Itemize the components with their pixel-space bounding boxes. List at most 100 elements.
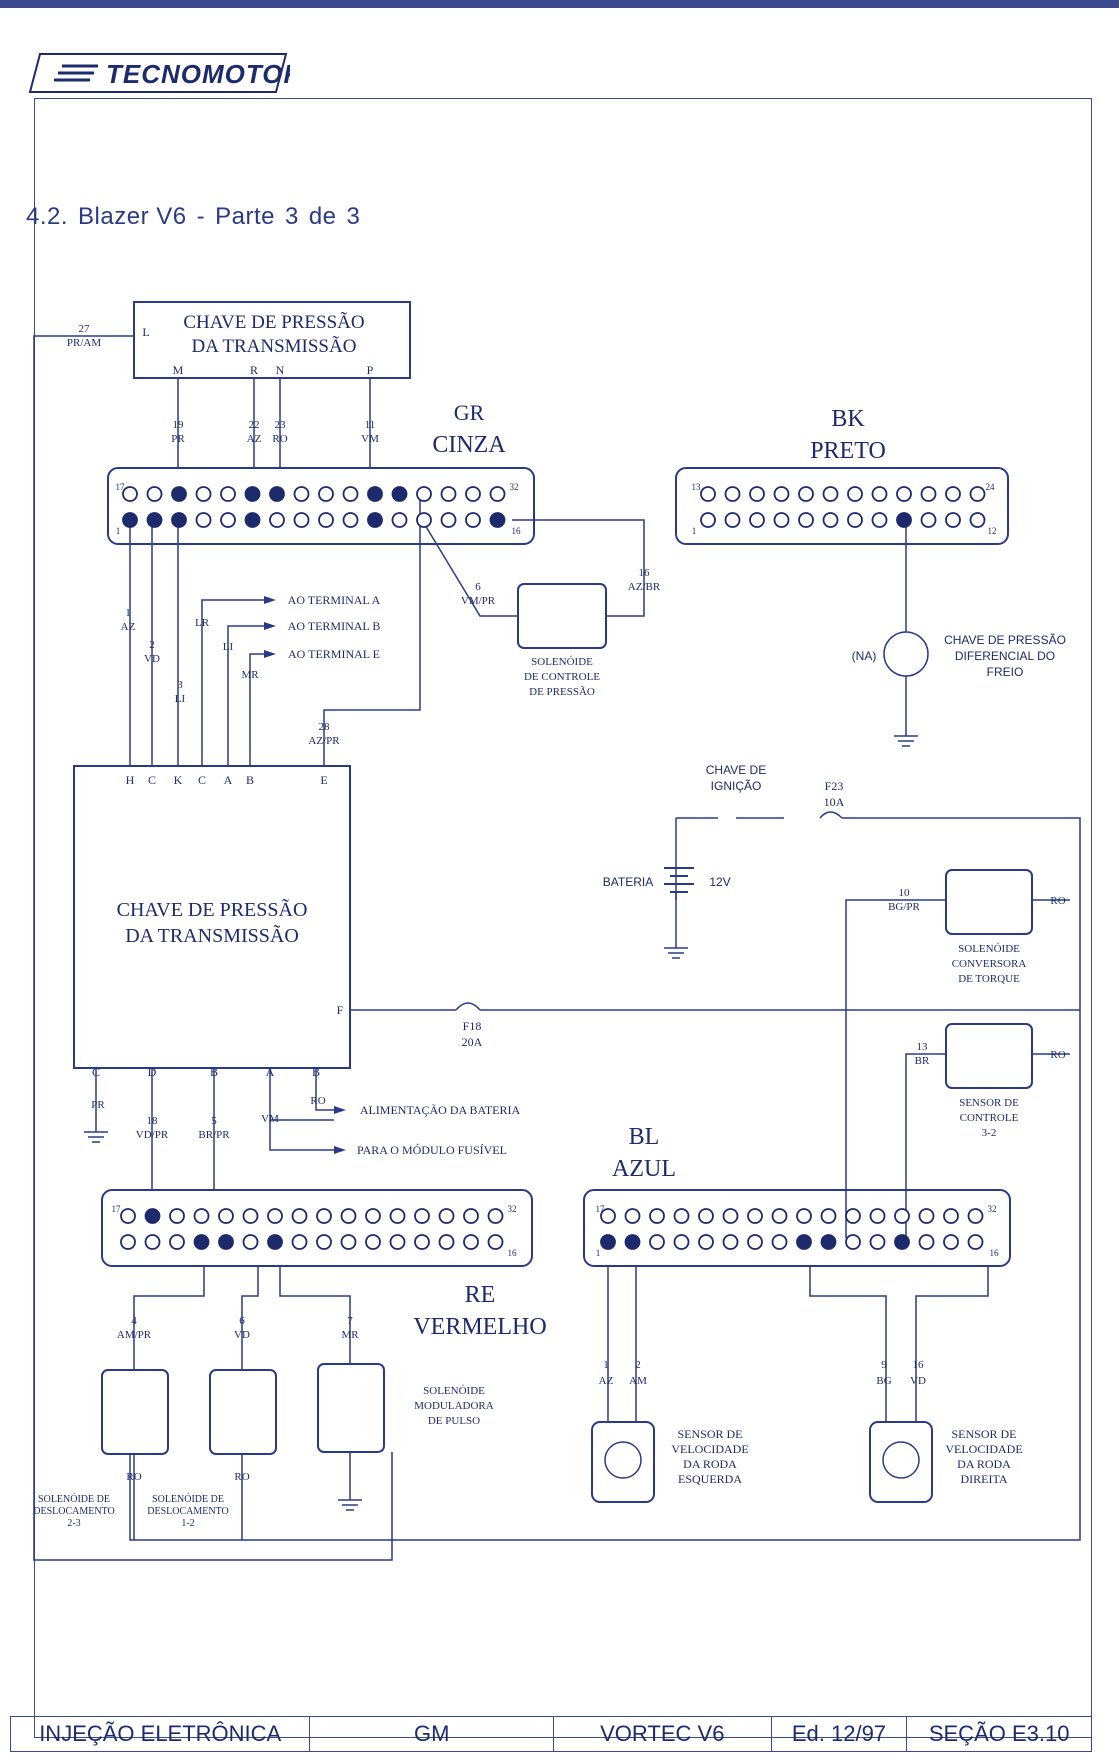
brand-logo-text: TECNOMOTOR: [106, 59, 290, 89]
w19-num: 19: [173, 419, 185, 431]
connector-pin: [673, 1234, 690, 1250]
bl-pin-32: 32: [988, 1204, 997, 1214]
vm-label: VM: [261, 1113, 279, 1125]
connector-pin: [747, 1234, 763, 1250]
ro-torque: RO: [1050, 895, 1065, 907]
connector-pin: [218, 1208, 234, 1224]
mr-label: MR: [241, 669, 259, 681]
torque-line1: SOLENÓIDE: [958, 943, 1020, 955]
connector-pin: [438, 1208, 455, 1224]
sol-press-line1: SOLENÓIDE: [531, 656, 593, 668]
lr-label: LR: [195, 617, 210, 629]
connector-pin: [414, 1208, 430, 1224]
section-part-n: 3: [284, 203, 299, 230]
ctrl-sensor-line1: SENSOR DE: [959, 1097, 1019, 1109]
w3-color: LI: [175, 693, 186, 705]
terminal-e: AO TERMINAL E: [288, 647, 380, 661]
w28-num: 28: [319, 721, 331, 733]
ignition-line1: CHAVE DE: [706, 763, 766, 777]
footer-system: INJEÇÃO ELETRÔNICA: [11, 1717, 311, 1751]
section-part-total: 3: [346, 203, 361, 230]
brake-line3: FREIO: [987, 665, 1024, 679]
connector-pin: [242, 1234, 259, 1250]
section-part: Parte: [215, 203, 275, 230]
arrow-fuse-module: PARA O MÓDULO FUSÍVEL: [357, 1143, 507, 1157]
connector-pin: [269, 512, 285, 528]
section-number: 4.2.: [26, 203, 69, 230]
w10-color: BG/PR: [888, 901, 920, 913]
connector-pin: [896, 486, 912, 502]
gr-name: CINZA: [432, 432, 506, 458]
brand-logo: TECNOMOTOR: [28, 53, 290, 93]
bk-pin-24: 24: [986, 482, 996, 492]
connector-pin: [318, 512, 334, 528]
arrow-battery-feed: ALIMENTAÇÃO DA BATERIA: [360, 1103, 521, 1117]
page-footer: INJEÇÃO ELETRÔNICA GM VORTEC V6 Ed. 12/9…: [10, 1716, 1092, 1752]
connector-pin: [220, 486, 236, 502]
connector-pin: [487, 1234, 504, 1250]
re-code: RE: [465, 1282, 496, 1308]
ro-sol12: RO: [234, 1471, 249, 1483]
connector-pin: [918, 1234, 935, 1250]
connector-pin: [869, 1208, 886, 1224]
ro-sol23: RO: [126, 1471, 141, 1483]
connector-pin: [700, 512, 716, 528]
connector-pin: [244, 512, 261, 528]
connector-pin: [244, 486, 261, 502]
connector-pin: [195, 486, 212, 502]
connector-pin: [822, 486, 839, 502]
brake-state: (NA): [852, 649, 877, 663]
connector-pin: [218, 1234, 234, 1250]
connector-pin: [269, 486, 285, 502]
connector-pin: [440, 512, 457, 528]
connector-pin: [291, 1208, 308, 1224]
connector-pin: [220, 512, 236, 528]
sol23-line1: SOLENÓIDE DE: [38, 1493, 110, 1505]
connector-pin: [773, 512, 790, 528]
connector-pin: [945, 486, 961, 502]
connector-pin: [847, 486, 863, 502]
connector-pin: [847, 512, 863, 528]
connector-pin: [749, 512, 765, 528]
wheel-right-line1: SENSOR DE: [951, 1427, 1016, 1441]
connector-pin: [316, 1208, 332, 1224]
gr-pin-1: 1: [116, 526, 121, 536]
connector-pin: [945, 512, 961, 528]
ro-sensor: RO: [1050, 1049, 1065, 1061]
wheel-left-line4: ESQUERDA: [678, 1472, 742, 1486]
connector-pin: [267, 1234, 283, 1250]
re-name: VERMELHO: [413, 1314, 546, 1340]
re-pin-17: 17: [112, 1204, 122, 1214]
connector-pin: [673, 1208, 690, 1224]
connector-pin: [920, 486, 937, 502]
sol-press-line3: DE PRESSÃO: [529, 686, 595, 698]
connector-pin: [822, 512, 839, 528]
connector-pin: [894, 1208, 910, 1224]
w2-num: 2: [149, 639, 155, 651]
footer-edition: Ed. 12/97: [772, 1717, 908, 1751]
w4-color: AM/PR: [117, 1329, 152, 1341]
connector-pin: [463, 1234, 479, 1250]
footer-engine: VORTEC V6: [554, 1717, 772, 1751]
connector-pin: [722, 1208, 739, 1224]
connector-pin: [796, 1208, 812, 1224]
torque-line3: DE TORQUE: [958, 973, 1020, 985]
connector-pin: [122, 512, 138, 528]
wheel-right-line2: VELOCIDADE: [945, 1442, 1022, 1456]
section-dash: -: [196, 203, 206, 230]
terminal-a: AO TERMINAL A: [288, 593, 381, 607]
connector-pin: [171, 512, 187, 528]
main-pin-bc: C: [92, 1065, 100, 1079]
connector-pin: [871, 486, 888, 502]
connector-pin: [600, 1234, 616, 1250]
connector-pin: [120, 1234, 136, 1250]
connector-pin: [749, 486, 765, 502]
w10-num: 10: [899, 887, 911, 899]
ro-main: RO: [310, 1095, 325, 1107]
pwm-line1: SOLENÓIDE: [423, 1385, 485, 1397]
connector-pin: [624, 1208, 641, 1224]
connector-pin: [489, 486, 506, 502]
bk-name: PRETO: [810, 438, 886, 464]
sol23-line2: DESLOCAMENTO: [33, 1506, 114, 1517]
